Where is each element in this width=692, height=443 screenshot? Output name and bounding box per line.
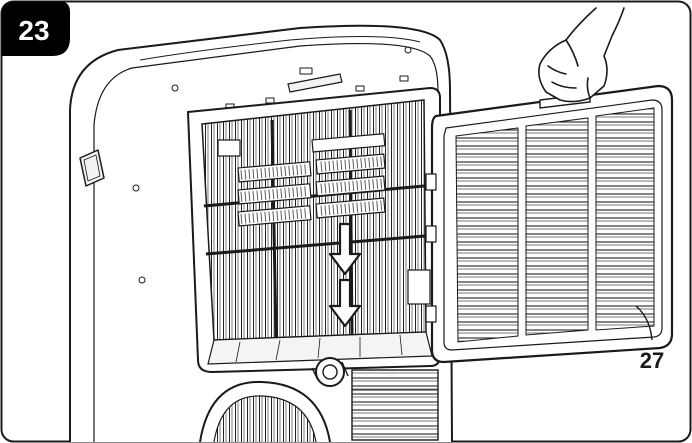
- down-arrow-icon: [328, 222, 362, 276]
- drain-cap-icon: [315, 357, 345, 387]
- front-grille-panel: [425, 84, 674, 364]
- unit-lower-panel: [199, 357, 439, 443]
- part-callout-label: 27: [640, 348, 664, 373]
- down-arrow-icon: [328, 278, 362, 328]
- filter-mesh: [201, 99, 427, 341]
- step-badge: 23: [1, 1, 70, 56]
- filter-cavity: [186, 86, 441, 374]
- callout-leader: [635, 305, 653, 341]
- hand-icon: [538, 7, 625, 103]
- step-number: 23: [18, 15, 49, 46]
